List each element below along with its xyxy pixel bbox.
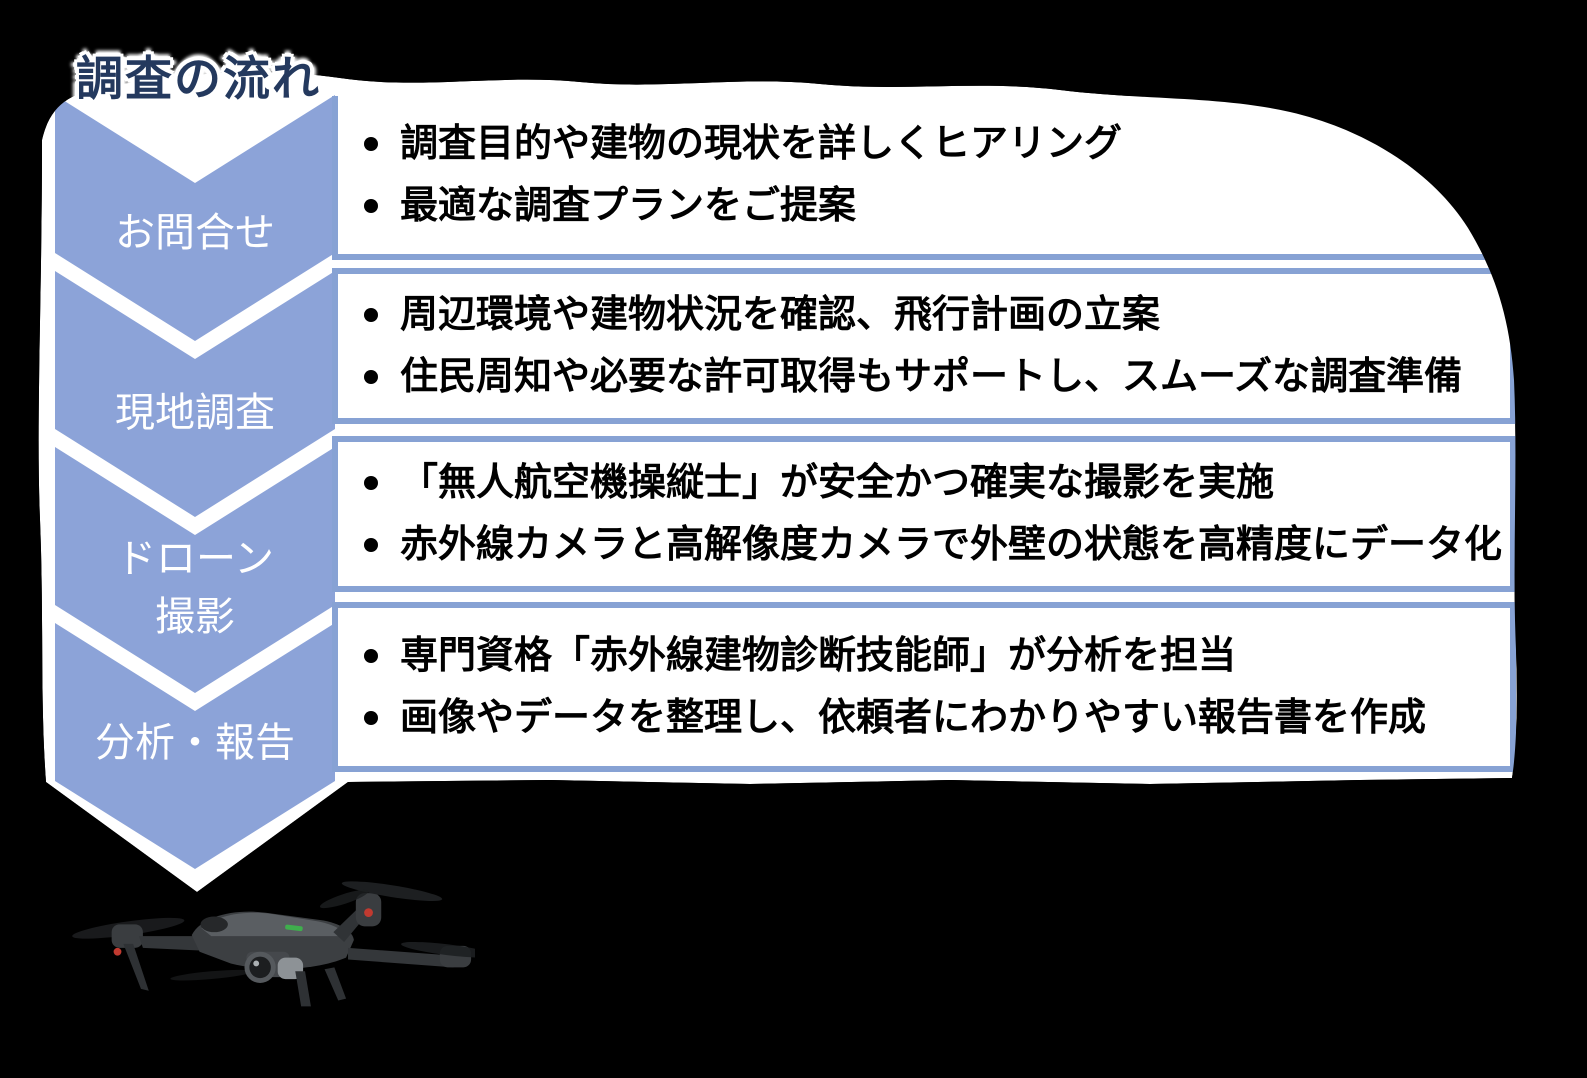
drone-canopy <box>200 916 228 933</box>
step-row-drone-shooting: 「無人航空機操縦士」が安全かつ確実な撮影を実施 赤外線カメラと高解像度カメラで外… <box>332 436 1516 592</box>
bullet-dot-icon <box>364 198 378 213</box>
step-label-analysis-report: 分析・報告 <box>55 714 335 772</box>
bullet-dot-icon <box>364 649 378 664</box>
bullet-text: 専門資格「赤外線建物診断技能師」が分析を担当 <box>400 633 1237 678</box>
bullet-text: 調査目的や建物の現状を詳しくヒアリング <box>400 121 1123 166</box>
bullet-line: 専門資格「赤外線建物診断技能師」が分析を担当 <box>364 633 1510 679</box>
drone-camera-lens <box>249 956 271 979</box>
bullet-line: 「無人航空機操縦士」が安全かつ確実な撮影を実施 <box>364 460 1510 506</box>
bullet-line: 画像やデータを整理し、依頼者にわかりやすい報告書を作成 <box>364 695 1510 741</box>
bullet-dot-icon <box>364 710 378 725</box>
step-row-analysis-report: 専門資格「赤外線建物診断技能師」が分析を担当 画像やデータを整理し、依頼者にわか… <box>332 602 1516 772</box>
step-row-site-survey: 周辺環境や建物状況を確認、飛行計画の立案 住民周知や必要な許可取得もサポートし、… <box>332 268 1516 424</box>
bullet-text: 「無人航空機操縦士」が安全かつ確実な撮影を実施 <box>400 460 1275 505</box>
step-label-line: ドローン <box>116 536 274 582</box>
page-title: 調査の流れ <box>76 52 321 107</box>
step-label-line: お問合せ <box>115 210 275 256</box>
drone-image <box>72 881 475 1007</box>
step-label-line: 分析・報告 <box>95 720 295 766</box>
bullet-text: 住民周知や必要な許可取得もサポートし、スムーズな調査準備 <box>400 354 1463 398</box>
bullet-line: 住民周知や必要な許可取得もサポートし、スムーズな調査準備 <box>364 354 1510 400</box>
step-row-contact: 調査目的や建物の現状を詳しくヒアリング 最適な調査プランをご提案 <box>332 96 1516 260</box>
step-label-contact: お問合せ <box>55 204 335 262</box>
bullet-text: 最適な調査プランをご提案 <box>400 183 857 227</box>
step-label-site-survey: 現地調査 <box>55 384 335 442</box>
drone-leg-rear-1 <box>295 971 311 1007</box>
bullet-text: 画像やデータを整理し、依頼者にわかりやすい報告書を作成 <box>400 695 1427 739</box>
bullet-dot-icon <box>364 137 378 152</box>
drone-light-left <box>113 947 122 956</box>
bullet-line: 周辺環境や建物状況を確認、飛行計画の立案 <box>364 292 1510 338</box>
bullet-line: 調査目的や建物の現状を詳しくヒアリング <box>364 121 1510 167</box>
bullet-dot-icon <box>364 308 378 323</box>
drone-lens-glint <box>253 960 260 967</box>
bullet-dot-icon <box>364 369 378 384</box>
step-label-line: 現地調査 <box>115 390 275 436</box>
bullet-line: 最適な調査プランをご提案 <box>364 183 1510 229</box>
drone-light-rear <box>364 908 373 918</box>
bullet-dot-icon <box>364 537 378 552</box>
bullet-text: 周辺環境や建物状況を確認、飛行計画の立案 <box>400 292 1161 337</box>
step-label-line: 撮影 <box>155 594 235 640</box>
bullet-text: 赤外線カメラと高解像度カメラで外壁の状態を高精度にデータ化 <box>400 522 1503 566</box>
drone-propeller-front <box>170 969 253 981</box>
step-label-drone-shooting: ドローン 撮影 <box>55 530 335 646</box>
drone-leg-rear-2 <box>324 967 347 1001</box>
drone-leg-left <box>123 943 149 991</box>
bullet-line: 赤外線カメラと高解像度カメラで外壁の状態を高精度にデータ化 <box>364 522 1510 568</box>
bullet-dot-icon <box>364 476 378 491</box>
